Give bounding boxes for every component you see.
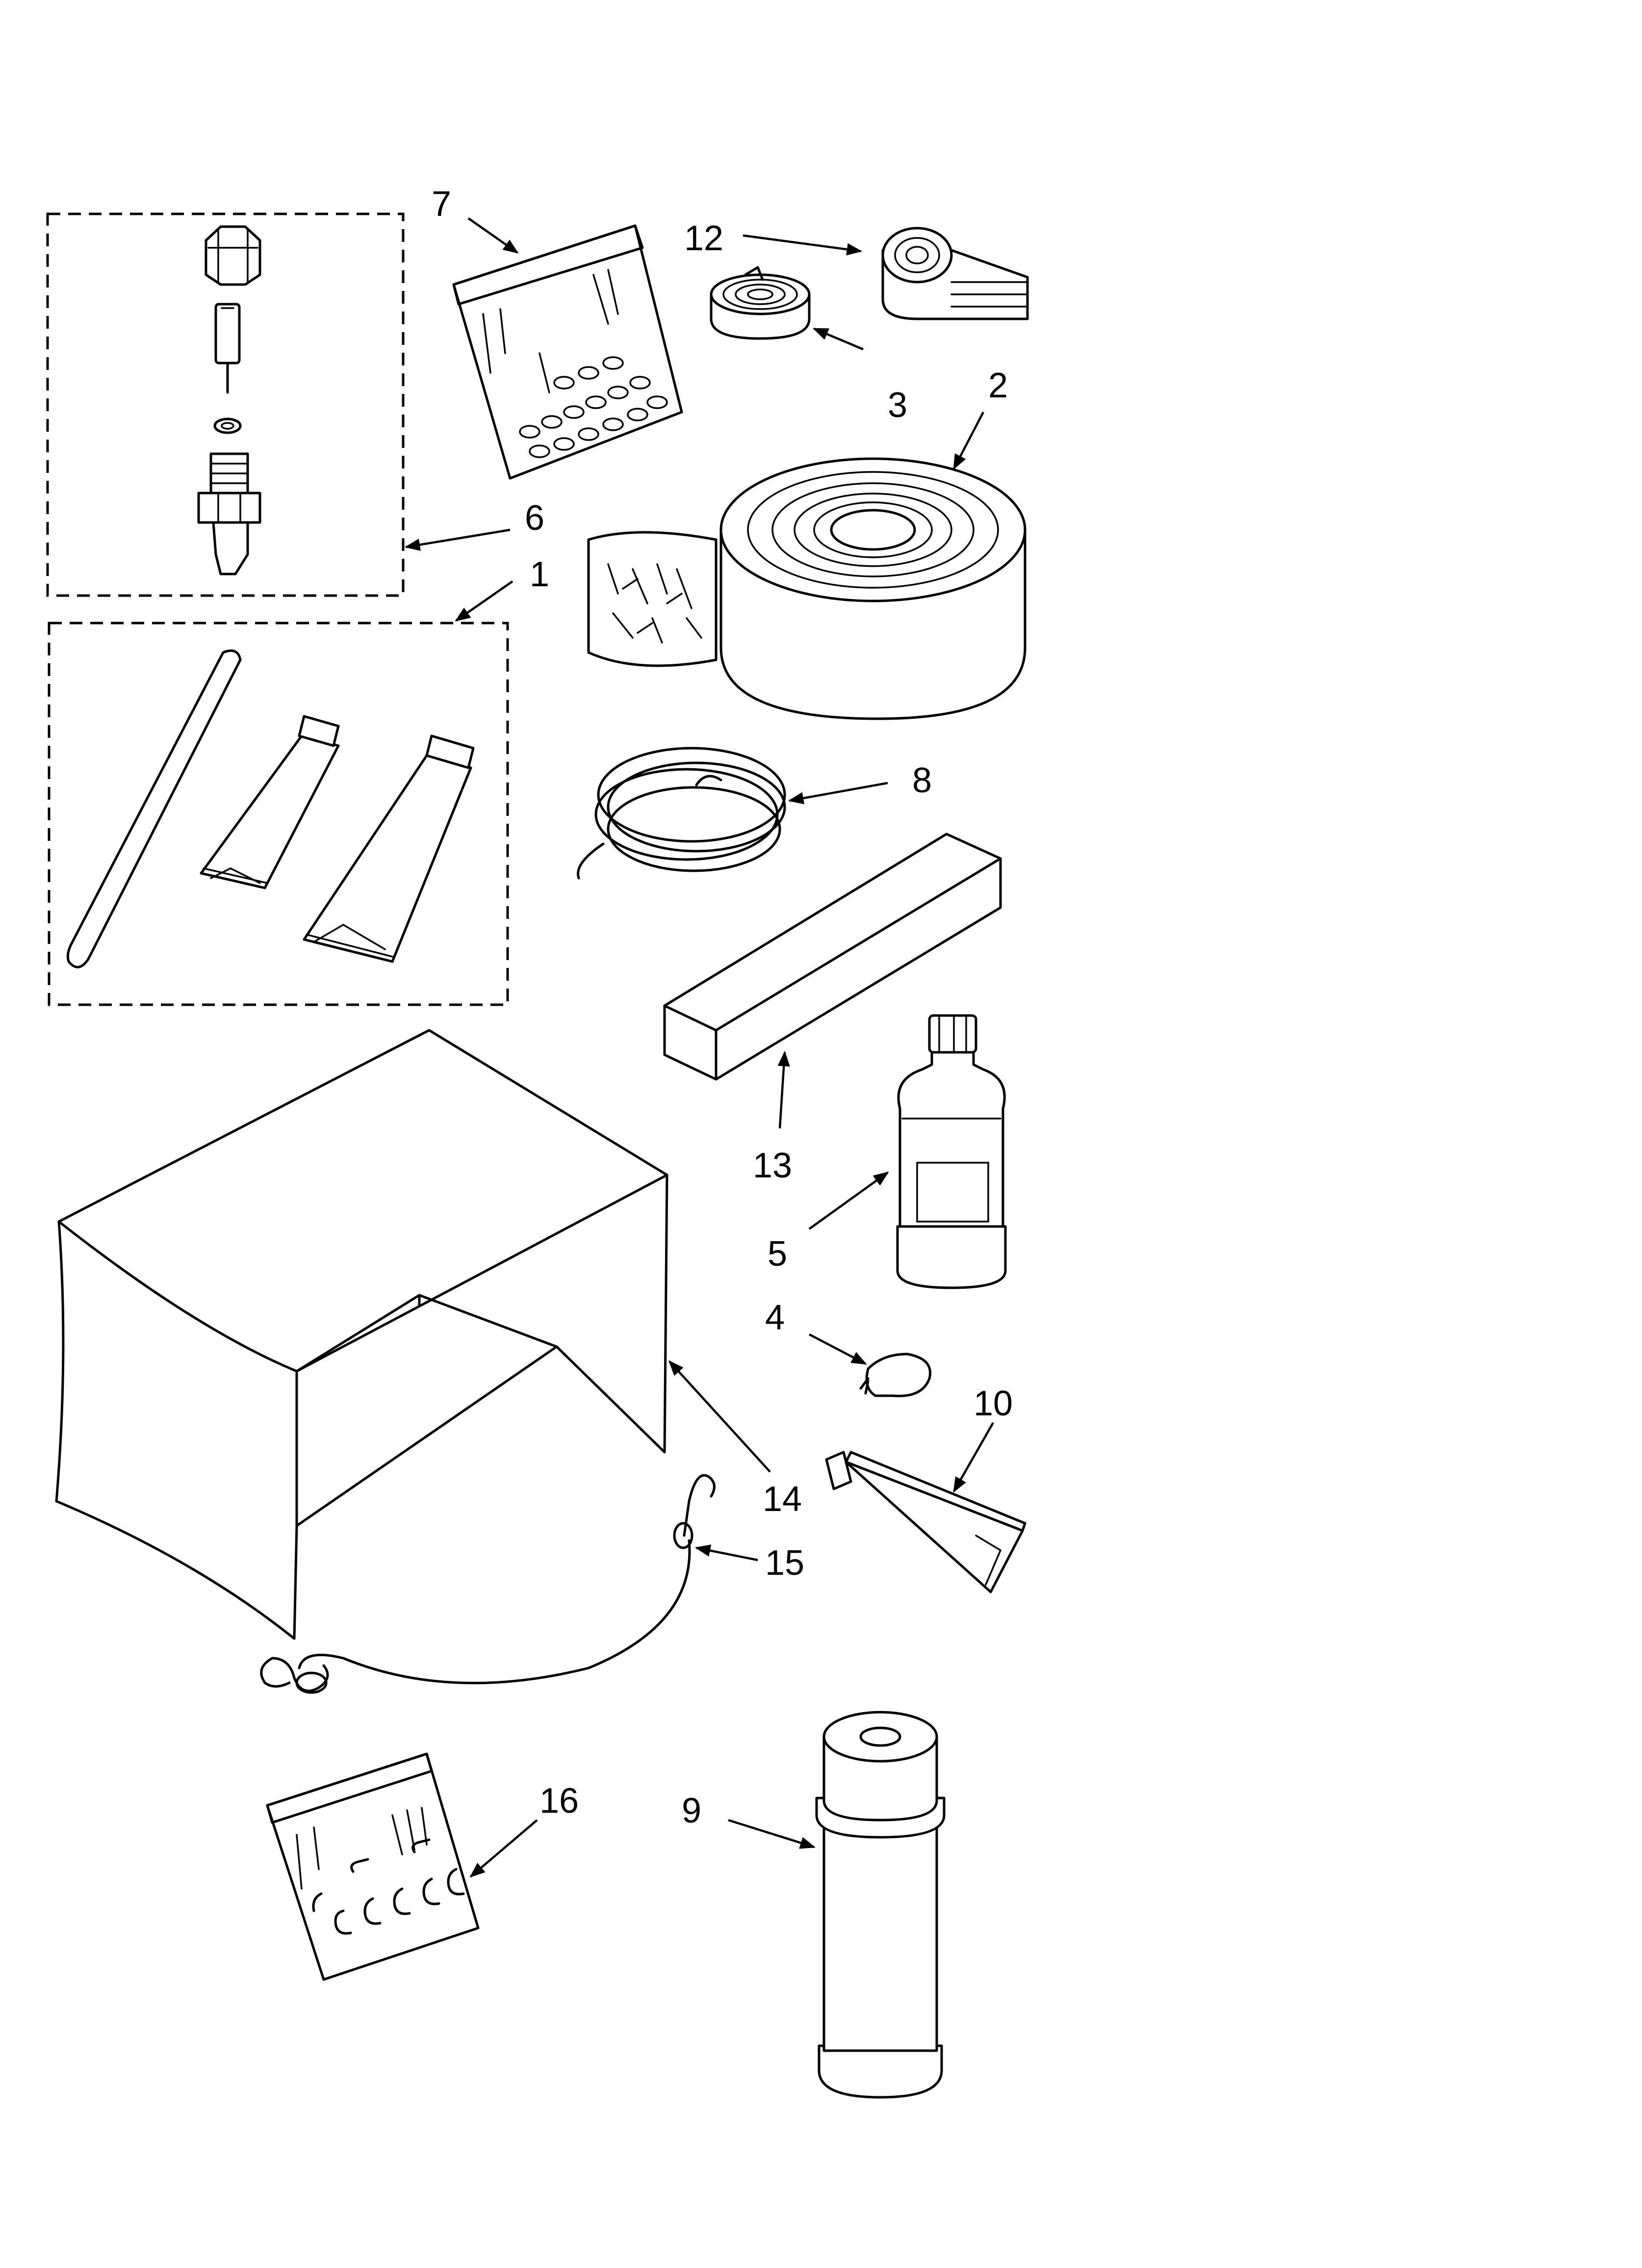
leader-10 [953,1422,994,1493]
leader-16 [469,1819,538,1878]
part-2-insulation-roll [587,457,1026,720]
part-14-cover [55,1029,668,1640]
callout-6: 6 [525,498,544,538]
leader-13 [777,1050,790,1129]
callout-1: 1 [530,555,549,594]
leader-9 [728,1819,816,1849]
callout-labels: 7 12 3 2 6 1 8 13 5 4 10 14 15 16 9 [432,184,1013,1830]
callout-3: 3 [888,386,907,425]
part-16-clip-bag [266,1752,480,1981]
leader-2 [953,411,984,470]
part-1-kit [48,622,509,1006]
callout-8: 8 [912,761,932,800]
leader-lines [404,217,994,1878]
part-10-tube [825,1451,1026,1593]
part-3-tape-roll [710,266,811,340]
leader-4 [808,1333,867,1365]
leader-8 [788,782,888,805]
leader-14 [668,1360,771,1473]
leader-1 [455,580,513,622]
leader-15 [694,1544,758,1562]
part-6-valve-assembly [46,212,405,597]
part-5-bottle [896,1014,1007,1289]
callout-5: 5 [768,1234,787,1274]
leader-12 [743,234,863,256]
leader-5 [808,1172,889,1230]
leader-7 [467,217,519,254]
callout-4: 4 [765,1298,785,1337]
part-4-cap [859,1353,931,1398]
leader-6 [404,528,511,551]
callout-9: 9 [682,1791,701,1830]
callout-2: 2 [988,366,1008,405]
callout-15: 15 [765,1543,804,1583]
part-12-tape-roll [881,227,1029,320]
part-7-hardware-bag [452,224,683,480]
callout-14: 14 [763,1480,802,1519]
callout-10: 10 [974,1384,1013,1423]
part-8-wire-coil [577,747,786,880]
callout-16: 16 [539,1781,579,1821]
callout-13: 13 [753,1146,792,1185]
leader-3 [813,327,864,351]
part-13-sealant-bar [663,833,1002,1081]
part-9-aerosol-can [815,1711,946,2099]
part-15-bungee-cord [260,1474,716,1694]
callout-12: 12 [684,219,723,258]
callout-7: 7 [432,184,451,224]
